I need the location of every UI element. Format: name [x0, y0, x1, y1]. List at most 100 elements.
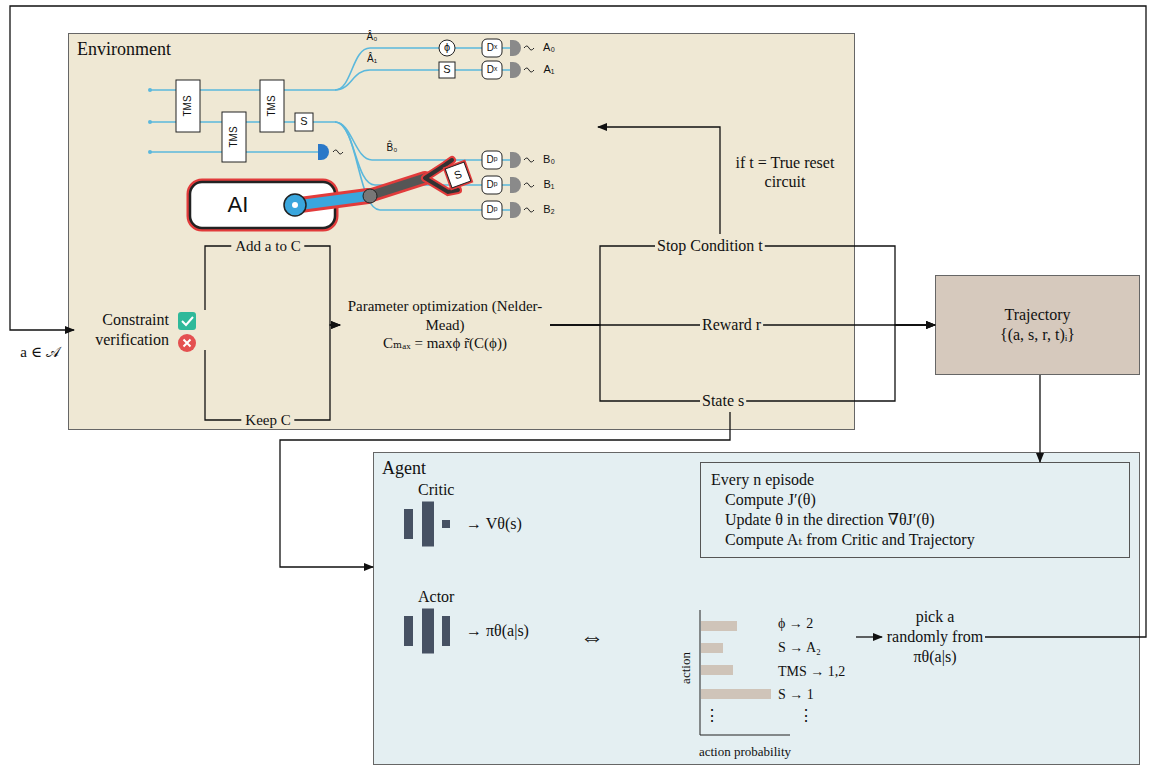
- label-holder: Dˣ: [487, 42, 498, 54]
- edge-label: Keep C: [245, 412, 290, 428]
- diagram-label: Â₀: [367, 31, 378, 42]
- network-row: → πθ(a|s): [400, 607, 580, 655]
- label-holder: action probability: [699, 744, 791, 760]
- diagram-label: ⋮: [798, 707, 814, 724]
- optimization-node: Parameter optimization (Nelder-Mead)Cₘₐₓ…: [340, 297, 550, 353]
- label-holder: A₀: [543, 41, 555, 54]
- label-holder: TMS: [228, 126, 240, 147]
- network-bars: [400, 607, 460, 655]
- diagram-label: TMS → 1,2: [778, 664, 845, 679]
- diagram-label: ⋮: [704, 707, 720, 724]
- label-holder: Â₁: [367, 53, 377, 65]
- connector: [550, 324, 700, 325]
- node-text: Cₘₐₓ = maxϕ r̃(C(ϕ)): [383, 334, 507, 353]
- diagram-label: ⇔: [580, 624, 604, 650]
- diagram-label: action: [678, 652, 693, 684]
- sampling-node: pick a randomly from πθ(a|s): [885, 607, 985, 667]
- node-text: Update θ in the direction ∇θJ′(θ): [711, 510, 935, 530]
- diagram-label: S → 1: [778, 687, 814, 702]
- label-holder: S → A₂: [778, 640, 821, 657]
- node-text: State s: [702, 391, 744, 411]
- actor-network: Actor → πθ(a|s): [400, 587, 580, 665]
- connector: [10, 6, 1146, 637]
- connector: [205, 325, 340, 420]
- network-layer: [404, 616, 413, 646]
- node-text: Stop Condition t: [657, 236, 763, 256]
- network-bars: [400, 500, 460, 548]
- connector: [550, 325, 700, 401]
- agent-panel: AgentCritic→ Vθ(s) Actor → πθ(a|s) Every n …: [373, 452, 1140, 765]
- node-text: Constraint verification: [74, 310, 169, 350]
- label-holder: Dᵖ: [486, 204, 497, 216]
- node-text: Every n episode: [711, 470, 814, 490]
- label-holder: A₁: [543, 63, 554, 76]
- diagram-label: AI: [228, 192, 249, 217]
- label-holder: TMS → 1,2: [778, 664, 845, 681]
- diagram-label: B₁: [543, 178, 554, 190]
- label-holder: ϕ: [444, 41, 450, 54]
- diagram-label: B̂₀: [387, 142, 398, 153]
- environment-panel: EnvironmentConstraint verification Parame…: [68, 33, 855, 430]
- panel-heading: Environment: [69, 34, 179, 65]
- connector: [763, 324, 935, 325]
- diagram-label: Dˣ: [487, 64, 498, 75]
- optical-circuit: [150, 48, 510, 210]
- edge-label-holder: Keep C: [241, 411, 294, 429]
- label-holder: S: [300, 115, 307, 128]
- constraint-node: Constraint verification: [74, 310, 214, 350]
- diagram-label: Dᵖ: [486, 204, 497, 215]
- label-holder: ⋮: [798, 706, 814, 725]
- stop-condition: Stop Condition t: [655, 235, 765, 257]
- diagram-label: S → A₂: [778, 640, 821, 655]
- update-box: Every n episodeCompute J′(θ)Update θ in …: [700, 462, 1130, 558]
- state-node: State s: [700, 390, 746, 412]
- label-holder: action: [678, 652, 694, 684]
- critic-network: Critic→ Vθ(s): [400, 480, 580, 555]
- label-holder: if t = True reset circuit: [728, 153, 843, 191]
- label-holder: B₁: [543, 178, 554, 191]
- reset-line: [598, 127, 720, 234]
- diagram-label: S: [300, 115, 307, 127]
- node-text: Compute Aₜ from Critic and Trajectory: [711, 530, 975, 550]
- network-row: → Vθ(s): [400, 500, 580, 548]
- label-holder: AI: [228, 192, 249, 218]
- network-layer: [442, 520, 450, 528]
- network-heading: Critic: [418, 480, 580, 500]
- label-holder: TMS: [266, 95, 278, 116]
- sample-arrow: [856, 636, 882, 637]
- panel-heading: Agent: [374, 453, 434, 484]
- edge-label: a ∈ 𝒜: [20, 344, 59, 360]
- reward-node: Reward r: [700, 314, 763, 336]
- diagram-label: B₂: [543, 203, 555, 215]
- node-text: Reward r: [702, 315, 761, 335]
- network-layer: [404, 509, 413, 539]
- label-holder: S → 1: [778, 687, 814, 704]
- label-holder: Dᵖ: [486, 179, 497, 191]
- diagram-label: ϕ: [444, 41, 450, 53]
- node-text: Trajectory: [1004, 305, 1070, 325]
- connector: [280, 412, 730, 567]
- diagram-label: TMS: [228, 126, 239, 147]
- diagram-label: A₀: [543, 41, 555, 53]
- connector: [746, 325, 935, 401]
- node-text: Compute J′(θ): [711, 490, 816, 510]
- diagram-label: TMS: [266, 95, 277, 116]
- node-text: Parameter optimization (Nelder-Mead): [340, 297, 550, 335]
- connector: [765, 246, 935, 325]
- network-layer: [422, 502, 434, 547]
- label-holder: Â₀: [367, 31, 378, 43]
- network-layer: [422, 609, 434, 654]
- label-holder: B̂₀: [387, 142, 398, 154]
- trajectory-box: Trajectory{(a, s, r, t)ᵢ}: [935, 275, 1140, 375]
- diagram-label: Dˣ: [487, 42, 498, 53]
- network-output: → πθ(a|s): [466, 621, 529, 641]
- node-text: {(a, s, r, t)ᵢ}: [1000, 325, 1075, 345]
- label-holder: ⋮: [704, 706, 720, 725]
- diagram-label: if t = True reset circuit: [736, 154, 835, 190]
- label-holder: S: [443, 63, 450, 76]
- network-heading: Actor: [418, 587, 580, 607]
- network-layer: [442, 616, 450, 646]
